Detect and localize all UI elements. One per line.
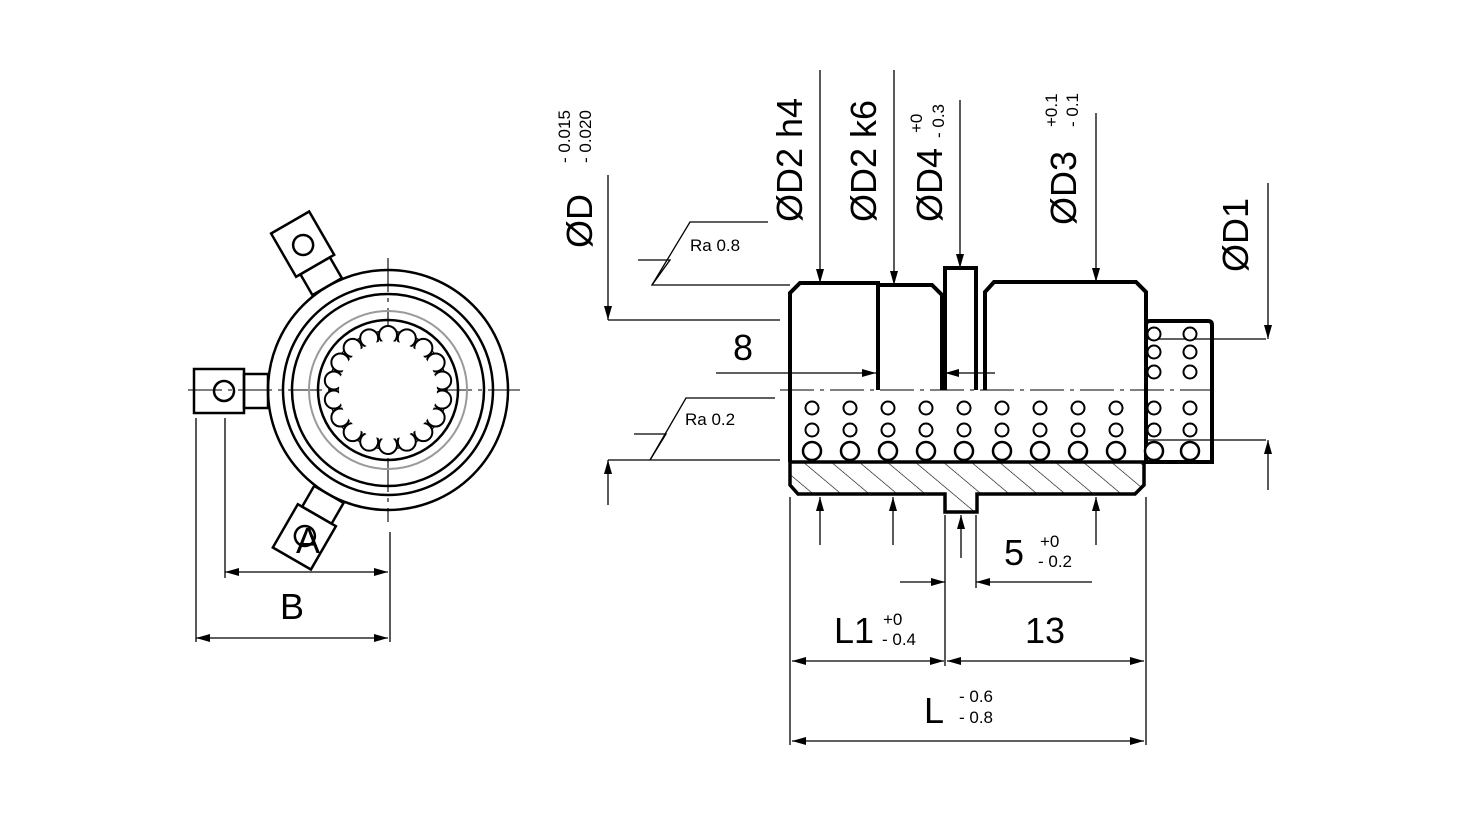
tab-lower-right [269,209,344,297]
dim-d1-label: ØD1 [1215,198,1256,272]
ball [842,422,858,438]
tab-left [192,367,270,415]
ball [1146,364,1162,380]
dim-d4-label: ØD4 [909,148,950,222]
dim-b-label: B [280,586,304,627]
body-right [983,280,1148,390]
ball [918,400,934,416]
collar [943,266,978,390]
dim-d-tol-upper: - 0.015 [555,110,574,163]
dim-l1-tol-lower: - 0.4 [882,630,916,649]
ra-outer-label: Ra 0.8 [690,236,740,255]
dim-d2h4-label: ØD2 h4 [769,98,810,222]
dim-l-tol-lower: - 0.8 [959,708,993,727]
ball [1182,326,1198,342]
ball [877,440,899,462]
ball [1182,344,1198,360]
ball-cage [1144,319,1214,464]
dim-l-tol-upper: - 0.6 [959,687,993,706]
dim-l-label: L [924,690,944,731]
ball [991,440,1013,462]
ball [994,400,1010,416]
body-left [788,281,880,462]
ball-track-scallops [323,325,453,455]
ball [956,400,972,416]
dim-d2k6-label: ØD2 k6 [843,100,884,222]
dim-a-label: A [296,520,320,561]
ball [804,422,820,438]
dim-5-tol-lower: - 0.2 [1038,552,1072,571]
dim-d-label: ØD [559,194,600,248]
dim-5-tol-upper: +0 [1040,532,1059,551]
dim-d3-tol-upper: +0.1 [1042,93,1061,127]
ball [1070,422,1086,438]
surface-finish-inner: Ra 0.2 [634,397,775,461]
ball [1108,422,1124,438]
dim-d-tol-lower: - 0.020 [576,110,595,163]
dim-l1-label: L1 [834,610,874,651]
ball [956,422,972,438]
ball [1029,440,1051,462]
ball [1108,400,1124,416]
ball [1182,364,1198,380]
ball-rows [801,326,1201,462]
ball [1182,422,1198,438]
ball [953,440,975,462]
ball [1182,400,1198,416]
ra-inner-label: Ra 0.2 [685,410,735,429]
ball [804,400,820,416]
ball [839,440,861,462]
ball [1067,440,1089,462]
ball [880,400,896,416]
tab-upper-right [271,484,346,572]
hatched-wall [788,460,1146,514]
ball [1179,440,1201,462]
dim-d3-label: ØD3 [1043,151,1084,225]
dim-l1-tol-upper: +0 [883,610,902,629]
dim-d3-tol-lower: - 0.1 [1063,93,1082,127]
ball [1146,422,1162,438]
bore-fill [339,341,437,439]
ball [1070,400,1086,416]
dim-8-label: 8 [733,327,753,368]
ball [915,440,937,462]
ball [1032,422,1048,438]
ball [1032,400,1048,416]
dim-5-label: 5 [1004,532,1024,573]
end-view: A B [188,209,520,642]
dim-d4-tol-upper: +0 [907,114,926,133]
ball [1105,440,1127,462]
ball [1146,400,1162,416]
ball [1146,344,1162,360]
ball [842,400,858,416]
ball [918,422,934,438]
dim-13-label: 13 [1025,610,1065,651]
ball [801,440,823,462]
surface-finish-outer: Ra 0.8 [638,221,790,286]
ball [1143,440,1165,462]
section-view: ØD - 0.015 - 0.020 Ra 0.8 Ra 0.2 8 ØD2 h… [555,70,1272,745]
dim-d4-tol-lower: - 0.3 [929,104,948,138]
ball [994,422,1010,438]
ball [1146,326,1162,342]
ball [880,422,896,438]
